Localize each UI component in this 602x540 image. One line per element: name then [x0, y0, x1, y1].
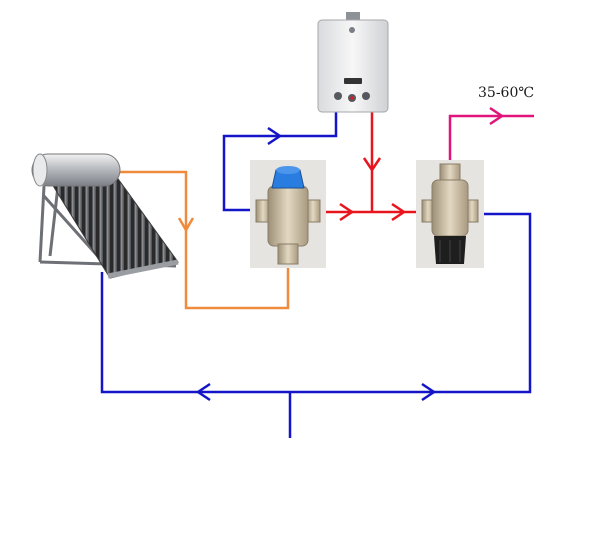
thermostatic-mixing-valve-icon [416, 160, 484, 268]
cold-arrow-right-bottom [421, 382, 437, 402]
cold-main-pipe [100, 212, 532, 394]
cold-water-pipes [100, 112, 532, 438]
hot-arrow-right-2 [391, 202, 407, 222]
hot-arrow-down [362, 157, 382, 173]
hot-water-pipes [322, 112, 418, 222]
outlet-temperature-label: 35-60℃ [478, 85, 534, 101]
cold-arrow-left-bottom [195, 382, 211, 402]
solar-arrow-down [177, 217, 195, 233]
cold-pipe-arrows [195, 126, 437, 402]
gas-heater-cold-feed-pipe [222, 112, 338, 212]
cold-arrow-right-top [267, 126, 283, 146]
hot-arrow-right-1 [339, 202, 355, 222]
thermostatic-preheat-valve-icon [250, 160, 326, 268]
mixed-outlet-pipe [448, 106, 534, 160]
solar-to-valve-pipe [118, 170, 290, 310]
solar-water-heater-icon [31, 153, 179, 279]
outlet-arrow-right [489, 106, 505, 126]
solar-hot-pipe [118, 170, 290, 310]
gas-water-heater-icon [317, 12, 389, 113]
mixed-outlet-line [448, 114, 534, 160]
